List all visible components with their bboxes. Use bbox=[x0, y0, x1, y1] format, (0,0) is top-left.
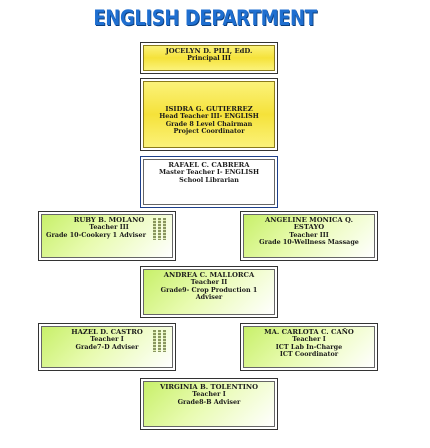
page-title: ENGLISH DEPARTMENT bbox=[93, 6, 317, 30]
node-master-teacher-role: School Librarian bbox=[179, 175, 239, 184]
node-cano: MA. CARLOTA C. CAÑO Teacher I ICT Lab In… bbox=[240, 323, 378, 371]
node-mallorca-role: Grade9- Crop Production 1 bbox=[160, 285, 258, 294]
node-castro: HAZEL D. CASTRO Teacher I Grade7-D Advis… bbox=[38, 323, 176, 371]
node-master-teacher-name: RAFAEL C. CABRERA bbox=[168, 161, 250, 169]
stripe-decoration bbox=[153, 330, 171, 352]
node-mallorca-name: ANDREA C. MALLORCA bbox=[163, 271, 255, 279]
node-head-teacher-role-1: Grade 8 Level Chairman bbox=[165, 119, 253, 128]
node-principal-position: Principal III bbox=[187, 54, 231, 63]
node-molano-role: Grade 10-Cookery 1 Adviser bbox=[46, 230, 146, 239]
node-estayo-position: Teacher III bbox=[289, 230, 329, 239]
node-castro-name: HAZEL D. CASTRO bbox=[71, 328, 143, 336]
node-master-teacher: RAFAEL C. CABRERA Master Teacher I- ENGL… bbox=[140, 156, 278, 208]
node-cano-name: MA. CARLOTA C. CAÑO bbox=[264, 328, 354, 336]
node-mallorca: ANDREA C. MALLORCA Teacher II Grade9- Cr… bbox=[140, 266, 278, 318]
node-cano-position: Teacher I bbox=[292, 335, 326, 344]
node-estayo-name: ANGELINE MONICA Q. bbox=[264, 216, 354, 224]
node-principal-name: JOCELYN D. PILI, EdD. bbox=[165, 47, 253, 55]
node-molano-position: Teacher III bbox=[89, 223, 129, 232]
node-head-teacher: ISIDRA G. GUTIERREZ Head Teacher III- EN… bbox=[140, 78, 278, 151]
node-mallorca-position: Teacher II bbox=[190, 278, 228, 287]
node-estayo-name-2: ESTAYO bbox=[293, 223, 325, 232]
node-estayo: ANGELINE MONICA Q. ESTAYO Teacher III Gr… bbox=[240, 211, 378, 261]
node-principal: JOCELYN D. PILI, EdD. Principal III bbox=[140, 42, 278, 74]
stripe-decoration bbox=[153, 218, 171, 240]
node-mallorca-role-2: Adviser bbox=[195, 293, 223, 302]
node-castro-position: Teacher I bbox=[90, 335, 124, 344]
node-head-teacher-role-2: Project Coordinator bbox=[173, 127, 245, 136]
node-cano-role-2: ICT Coordinator bbox=[279, 350, 339, 359]
node-head-teacher-name: ISIDRA G. GUTIERREZ bbox=[165, 105, 253, 113]
node-castro-role: Grade7-D Adviser bbox=[75, 342, 139, 351]
node-tolentino-name: VIRGINIA B. TOLENTINO bbox=[159, 383, 259, 391]
node-tolentino-role: Grade8-B Adviser bbox=[177, 397, 241, 406]
node-molano-name: RUBY B. MOLANO bbox=[73, 216, 145, 224]
node-estayo-role: Grade 10-Wellness Massage bbox=[259, 238, 359, 247]
node-master-teacher-position: Master Teacher I- ENGLISH bbox=[158, 168, 260, 177]
node-tolentino-position: Teacher I bbox=[192, 390, 226, 399]
node-molano: RUBY B. MOLANO Teacher III Grade 10-Cook… bbox=[38, 211, 176, 261]
node-head-teacher-position: Head Teacher III- ENGLISH bbox=[159, 112, 259, 121]
node-cano-role: ICT Lab In-Charge bbox=[275, 342, 343, 351]
node-tolentino: VIRGINIA B. TOLENTINO Teacher I Grade8-B… bbox=[140, 378, 278, 430]
